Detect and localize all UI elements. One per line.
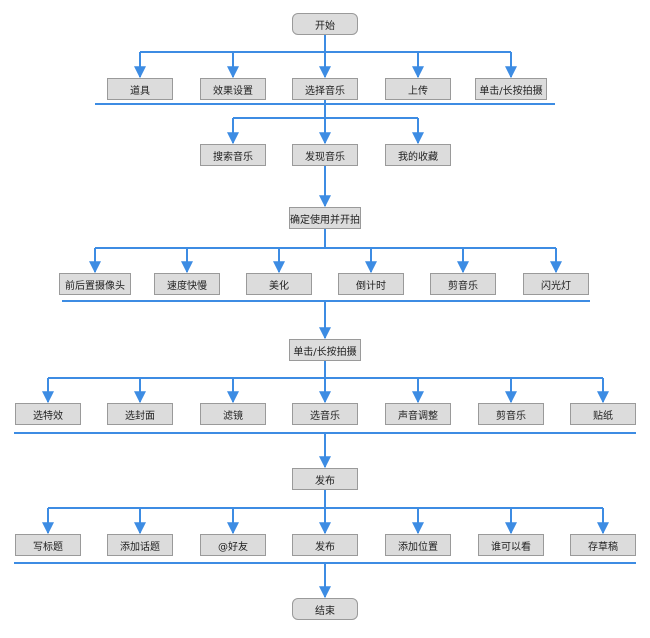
publish-final-node: 发布: [292, 534, 358, 556]
flash-node: 闪光灯: [523, 273, 589, 295]
trim-music-node: 剪音乐: [430, 273, 496, 295]
beautify-node: 美化: [246, 273, 312, 295]
discover-music-node: 发现音乐: [292, 144, 358, 166]
stickers-node: 贴纸: [570, 403, 636, 425]
countdown-node: 倒计时: [338, 273, 404, 295]
speed-node: 速度快慢: [154, 273, 220, 295]
tap-hold-shoot-node: 单击/长按拍摄: [289, 339, 361, 361]
camera-switch-node: 前后置摄像头: [59, 273, 131, 295]
mention-friends-node: @好友: [200, 534, 266, 556]
search-music-node: 搜索音乐: [200, 144, 266, 166]
edit-music-node: 剪音乐: [478, 403, 544, 425]
confirm-and-start-node: 确定使用并开拍: [289, 207, 361, 229]
choose-music-node: 选择音乐: [292, 78, 358, 100]
publish-node: 发布: [292, 468, 358, 490]
choose-cover-node: 选封面: [107, 403, 173, 425]
sound-adjust-node: 声音调整: [385, 403, 451, 425]
save-draft-node: 存草稿: [570, 534, 636, 556]
props-node: 道具: [107, 78, 173, 100]
effect-settings-node: 效果设置: [200, 78, 266, 100]
choose-effects-node: 选特效: [15, 403, 81, 425]
tap-hold-record-node: 单击/长按拍摄: [475, 78, 547, 100]
add-topic-node: 添加话题: [107, 534, 173, 556]
write-title-node: 写标题: [15, 534, 81, 556]
filter-node: 滤镜: [200, 403, 266, 425]
add-location-node: 添加位置: [385, 534, 451, 556]
upload-node: 上传: [385, 78, 451, 100]
end-node: 结束: [292, 598, 358, 620]
start-node: 开始: [292, 13, 358, 35]
who-can-see-node: 谁可以看: [478, 534, 544, 556]
my-favorites-node: 我的收藏: [385, 144, 451, 166]
select-music-node: 选音乐: [292, 403, 358, 425]
